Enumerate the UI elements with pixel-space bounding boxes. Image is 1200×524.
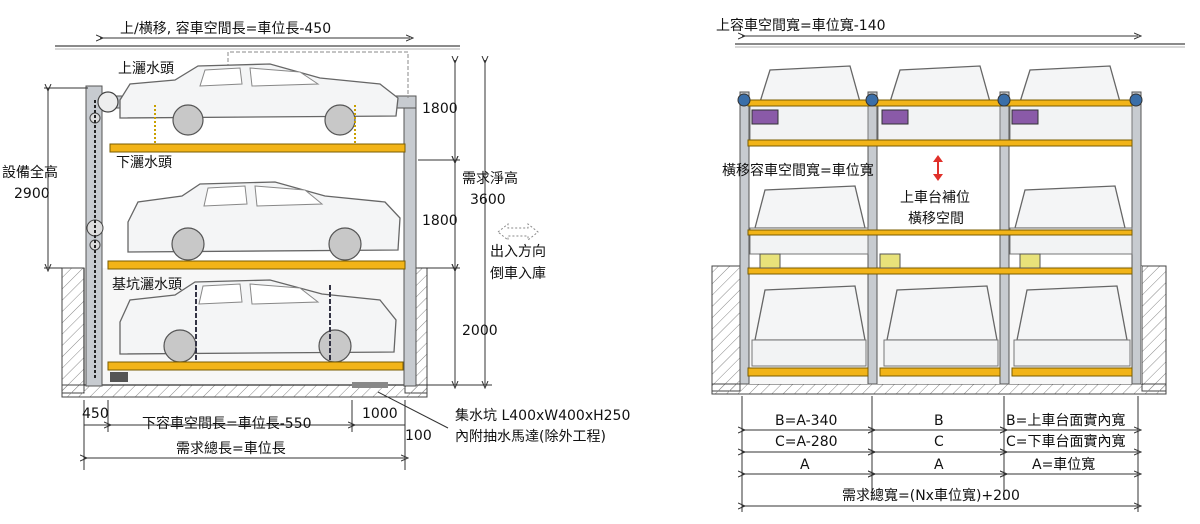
svg-text:450: 450 [82,406,109,422]
width-dimensions: B=A-340 C=A-280 B C B=上車台面實內寬 C=下車台面實內寬 … [742,396,1138,512]
svg-text:B=上車台面實內寬: B=上車台面實內寬 [1006,412,1125,429]
svg-text:100: 100 [405,428,432,444]
shift-arrow-icon [933,155,943,181]
top-length-dimension: 上/横移, 容車空間長=車位長-450 [100,20,410,38]
svg-text:1000: 1000 [362,406,398,422]
sump-callout: 集水坑 L400xW400xH250 內附抽水馬達(除外工程) [377,391,630,445]
entry-direction: 出入方向 倒車入庫 [490,222,546,282]
svg-text:B: B [934,413,944,429]
right-front-view: 上容車空間寬=車位寬-140 [711,17,1185,512]
svg-text:上容車空間寬=車位寬-140: 上容車空間寬=車位寬-140 [716,17,886,34]
svg-text:2900: 2900 [14,186,50,202]
sump-pit [352,382,388,388]
equipment-height-dimension: 設備全高 2900 [2,88,88,268]
upper-platform [109,143,406,153]
direction-label-1: 出入方向 [490,244,546,260]
pit-car [119,279,397,363]
top-length-label: 上/横移, 容車空間長=車位長-450 [120,20,331,37]
left-side-view: 上/横移, 容車空間長=車位長-450 [2,20,630,470]
top-width-dimension: 上容車空間寬=車位寬-140 [716,17,1138,36]
svg-text:下容車空間長=車位長-550: 下容車空間長=車位長-550 [142,415,312,432]
shift-width-label: 橫移容車空間寬=車位寬 [722,162,874,179]
upper-sprinkler-label: 上灑水頭 [118,61,174,77]
upper-fill-label-1: 上車台補位 [900,189,970,206]
middle-platform [107,260,406,270]
svg-text:設備全高: 設備全高 [2,164,58,181]
svg-text:A: A [800,457,810,473]
upper-fill-label-2: 橫移空間 [908,211,964,227]
height-dimensions: 1800 1800 2000 需求淨高 3600 [418,60,518,385]
lower-sprinkler-label: 下灑水頭 [116,155,172,171]
svg-text:C: C [934,434,944,450]
svg-text:需求淨高: 需求淨高 [462,170,518,187]
middle-car [127,181,401,261]
svg-text:2000: 2000 [462,323,498,339]
motor-icon [751,109,779,125]
pulley-icon [97,91,119,113]
pit-sprinkler-label: 基坑灑水頭 [112,276,182,293]
svg-text:內附抽水馬達(除外工程): 內附抽水馬達(除外工程) [455,429,606,445]
direction-label-2: 倒車入庫 [490,265,546,282]
svg-text:需求總寬=(Nx車位寬)+200: 需求總寬=(Nx車位寬)+200 [842,487,1020,504]
bottom-dimensions: 450 下容車空間長=車位長-550 1000 100 需求總長=車位長 [82,400,432,470]
svg-text:3600: 3600 [470,192,506,208]
svg-text:需求總長=車位長: 需求總長=車位長 [176,440,286,457]
middle-row [747,185,1133,275]
upper-row [737,65,1143,147]
right-column [403,97,417,387]
svg-text:1800: 1800 [422,213,458,229]
svg-text:集水坑 L400xW400xH250: 集水坑 L400xW400xH250 [455,407,630,424]
pit-row [747,285,1133,377]
svg-text:C=A-280: C=A-280 [775,434,838,450]
svg-text:B=A-340: B=A-340 [775,413,837,429]
svg-text:C=下車台面實內寬: C=下車台面實內寬 [1006,433,1126,450]
pit-platform [107,361,404,371]
svg-text:1800: 1800 [422,101,458,117]
upper-car [119,63,399,136]
svg-text:A=車位寬: A=車位寬 [1032,456,1095,473]
svg-text:A: A [934,457,944,473]
